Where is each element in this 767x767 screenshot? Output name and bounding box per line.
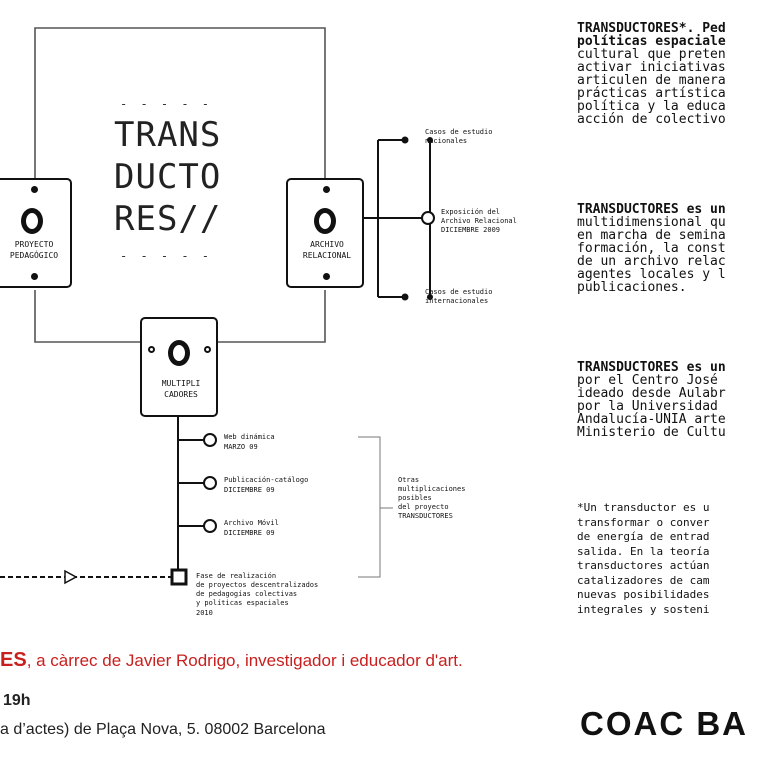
branch-label: nacionales <box>425 137 468 145</box>
dashes-top: - - - - - <box>120 97 213 111</box>
branch-label: Casos de estudio <box>425 288 493 296</box>
text-line: por la Universidad <box>577 399 718 414</box>
title-line-2: DUCTO <box>114 157 222 197</box>
text-line: TRANSDUCTORES*. Ped <box>577 21 726 36</box>
text-line: prácticas artística <box>577 86 726 101</box>
text-line: *Un transductor es u <box>577 501 710 514</box>
text-line: publicaciones. <box>577 280 687 295</box>
box-multi-label-1: MULTIPLI <box>161 379 201 388</box>
box-archivo-relacional: ARCHIVO RELACIONAL <box>286 178 364 288</box>
otras-label: Otras <box>398 476 420 484</box>
text-line: catalizadores de cam <box>577 573 710 587</box>
text-line: políticas espaciale <box>577 34 726 49</box>
dot-icon <box>31 186 38 193</box>
title-line-1: TRANS <box>114 115 222 155</box>
otras-label: posibles <box>398 494 432 502</box>
text-line: ideado desde Aulabr <box>577 386 726 401</box>
otras-label: TRANSDUCTORES <box>398 512 453 520</box>
branch-label: Archivo Relacional <box>441 217 517 225</box>
branch-label: DICIEMBRE 2009 <box>441 226 501 234</box>
text-line: Ministerio de Cultu <box>577 425 726 440</box>
text-line: política y la educa <box>577 99 726 114</box>
box-pedagogico-label-2: PEDAGÓGICO <box>9 251 59 260</box>
text-line: formación, la const <box>577 241 726 256</box>
circle-icon <box>314 208 336 234</box>
paragraph-4: *Un transductor es u transformar o conve… <box>577 501 709 617</box>
otras-label: multiplicaciones <box>398 485 466 493</box>
text-line: en marcha de semina <box>577 228 726 243</box>
dot-icon <box>323 273 330 280</box>
text-line: cultural que preten <box>577 47 726 62</box>
event-address: a d’actes) de Plaça Nova, 5. 08002 Barce… <box>0 721 326 738</box>
paragraph-2: TRANSDUCTORES es un multidimensional qu … <box>577 203 726 294</box>
multi-branch-label: MARZO 09 <box>224 443 258 451</box>
text-line: articulen de manera <box>577 73 726 88</box>
text-line: agentes locales y l <box>577 267 726 282</box>
circle-icon <box>168 340 190 366</box>
text-line: activar iniciativas <box>577 60 726 75</box>
coac-logo: COAC BA <box>580 705 748 742</box>
dot-icon <box>148 346 155 353</box>
text-line: por el Centro José <box>577 373 718 388</box>
multi-branch-label: Archivo Móvil <box>224 519 279 527</box>
text-line: acción de colectivo <box>577 112 726 127</box>
fase-label: 2010 <box>196 609 213 617</box>
text-line: TRANSDUCTORES es un <box>577 360 726 375</box>
text-line: TRANSDUCTORES es un <box>577 202 726 217</box>
fase-label: de pedagogías colectivas <box>196 590 298 598</box>
box-archivo-label-1: ARCHIVO <box>310 240 344 249</box>
event-speaker: , a càrrec de Javier Rodrigo, investigad… <box>26 651 463 670</box>
box-pedagogico-label-1: PROYECTO <box>14 240 54 249</box>
box-proyecto-pedagogico: PROYECTO PEDAGÓGICO <box>0 178 72 288</box>
title-line-3: RES// <box>114 199 222 239</box>
branch-label: Exposición del <box>441 208 501 216</box>
text-line: multidimensional qu <box>577 215 726 230</box>
event-time: 19h <box>3 692 31 709</box>
text-line: de energía de entrad <box>577 530 710 543</box>
fase-label: de proyectos descentralizados <box>196 581 319 589</box>
paragraph-3: TRANSDUCTORES es un por el Centro José i… <box>577 361 726 439</box>
fase-label: Fase de realización <box>196 572 277 580</box>
multi-branch-label: Web dinámica <box>224 433 275 441</box>
event-line: ES, a càrrec de Javier Rodrigo, investig… <box>0 650 463 670</box>
text-line: de un archivo relac <box>577 254 726 269</box>
box-archivo-label-2: RELACIONAL <box>302 251 352 260</box>
text-line: integrales y sosteni <box>577 602 710 616</box>
text-line: transformar o conver <box>577 515 710 529</box>
multi-branch-label: DICIEMBRE 09 <box>224 486 275 494</box>
box-multiplicadores: MULTIPLI CADORES <box>140 317 218 417</box>
branch-label: Casos de estudio <box>425 128 493 136</box>
fase-label: y políticas espaciales <box>196 599 289 607</box>
box-multi-label-2: CADORES <box>164 390 198 399</box>
branch-label: internacionales <box>425 297 489 305</box>
multi-branch-label: DICIEMBRE 09 <box>224 529 275 537</box>
multi-branch-label: Publicación-catálogo <box>224 476 309 484</box>
text-line: salida. En la teoría <box>577 544 710 558</box>
text-line: nuevas posibilidades <box>577 588 710 601</box>
dot-icon <box>323 186 330 193</box>
text-line: Andalucía-UNIA arte <box>577 412 726 427</box>
dot-icon <box>204 346 211 353</box>
circle-icon <box>21 208 43 234</box>
paragraph-1: TRANSDUCTORES*. Ped políticas espaciale … <box>577 22 726 126</box>
event-red-word: ES <box>0 649 27 671</box>
text-line: transductores actúan <box>577 559 710 572</box>
dot-icon <box>31 273 38 280</box>
otras-label: del proyecto <box>398 503 449 511</box>
dashes-bottom: - - - - - <box>120 249 213 263</box>
